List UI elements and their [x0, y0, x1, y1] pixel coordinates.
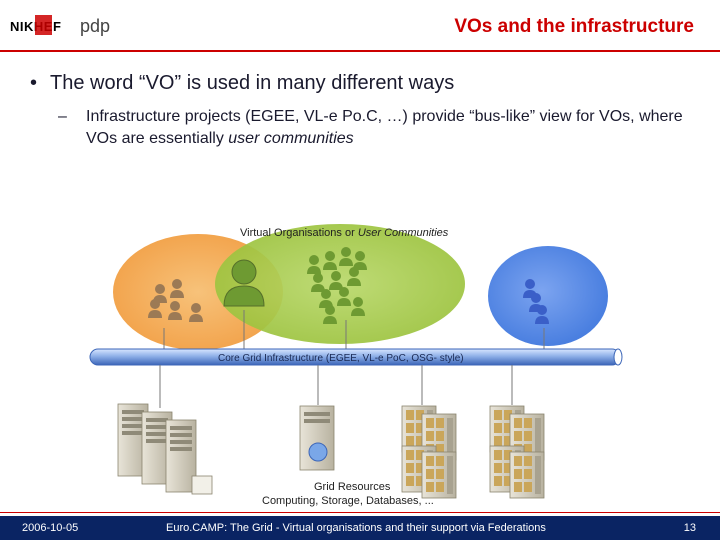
slide-header: NIKHEF pdp VOs and the infrastructure — [0, 0, 720, 56]
sub-text: Infrastructure projects (EGEE, VL-e Po.C… — [86, 106, 698, 150]
bus-label: Core Grid Infrastructure (EGEE, VL-e PoC… — [218, 353, 464, 364]
slide-title: VOs and the infrastructure — [454, 16, 694, 38]
vo-blob-blue — [488, 246, 608, 346]
globe-icon — [309, 443, 327, 461]
logo-text-right: pdp — [80, 16, 110, 36]
footer-date: 2006-10-05 — [22, 522, 78, 534]
sub-text-italic: user communities — [228, 130, 353, 147]
slide-footer: 2006-10-05 Euro.CAMP: The Grid - Virtual… — [0, 516, 720, 540]
header-rule — [0, 50, 720, 52]
storage-racks-2 — [490, 406, 544, 498]
communities-label-italic: User Communities — [358, 227, 449, 239]
footer-title: Euro.CAMP: The Grid - Virtual organisati… — [166, 522, 546, 534]
resources-title: Grid Resources — [314, 481, 391, 493]
footer-rule — [0, 512, 720, 513]
sub-point: – Infrastructure projects (EGEE, VL-e Po… — [58, 106, 698, 150]
grid-bus-end — [614, 349, 622, 365]
server-towers — [118, 404, 212, 494]
vo-infrastructure-diagram: Virtual Organisations or User Communitie… — [0, 200, 720, 512]
bullet-point: •The word “VO” is used in many different… — [30, 72, 454, 95]
resources-subtitle: Computing, Storage, Databases, ... — [262, 495, 434, 507]
bullet-text: The word “VO” is used in many different … — [50, 72, 454, 94]
communities-label-normal: Virtual Organisations or — [240, 227, 358, 239]
sub-text-main: Infrastructure projects (EGEE, VL-e Po.C… — [86, 108, 683, 147]
server-single — [300, 406, 334, 470]
nikhef-pdp-logo: NIKHEF pdp — [8, 8, 118, 42]
storage-racks-1 — [402, 406, 456, 498]
resource-connectors — [160, 365, 512, 408]
bullet-dot: • — [30, 72, 50, 95]
sub-dash: – — [58, 106, 67, 128]
page-number: 13 — [684, 522, 696, 534]
communities-label: Virtual Organisations or User Communitie… — [240, 227, 449, 239]
